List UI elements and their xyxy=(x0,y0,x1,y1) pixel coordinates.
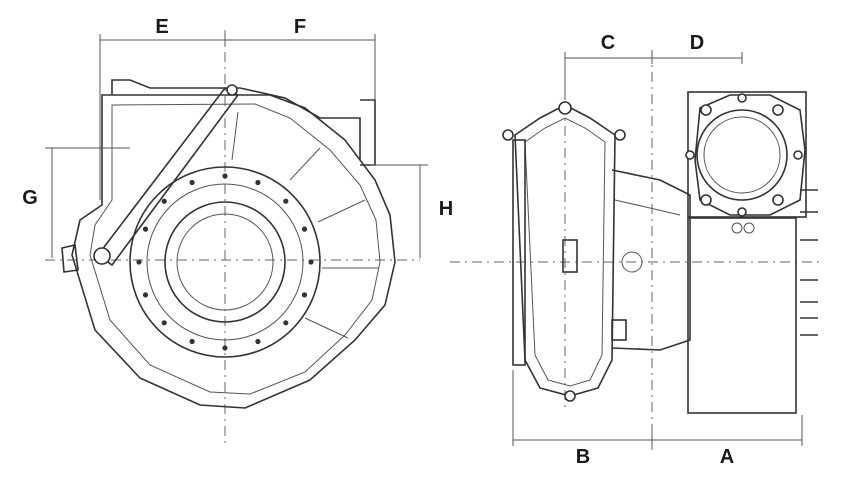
bolt-hole xyxy=(189,179,195,186)
side-view xyxy=(450,50,820,450)
bolt-hole xyxy=(189,338,195,345)
dimension-g: G xyxy=(22,147,130,258)
bolt-hole xyxy=(222,345,228,351)
bolt-hole xyxy=(255,179,261,186)
bolt-hole xyxy=(161,198,167,204)
bolt-hole xyxy=(308,259,314,265)
dimension-h: H xyxy=(370,164,453,258)
bolt-hole xyxy=(301,292,308,298)
dimension-label-b: B xyxy=(576,446,590,468)
front-view xyxy=(45,30,420,445)
dimension-label-d: D xyxy=(690,32,704,54)
dimension-label-g: G xyxy=(22,187,38,209)
bolt-hole xyxy=(136,259,142,265)
flange-bolts xyxy=(136,173,314,351)
turbine-flange-bolts xyxy=(685,93,803,217)
dimension-label-c: C xyxy=(601,32,615,54)
bolt-hole xyxy=(283,198,289,204)
dimension-label-e: E xyxy=(155,16,168,38)
bolt-hole xyxy=(255,338,261,345)
volute-ribs xyxy=(231,111,378,339)
dimension-b-a: B A xyxy=(512,370,803,468)
dimension-label-a: A xyxy=(720,446,734,468)
dimension-label-h: H xyxy=(439,198,453,220)
dimension-e-f: E F xyxy=(99,16,376,200)
bolt-hole xyxy=(142,292,149,298)
dimension-label-f: F xyxy=(294,16,306,38)
bolt-hole xyxy=(283,320,289,326)
bolt-hole xyxy=(301,226,308,232)
bolt-hole xyxy=(161,320,167,326)
bolt-hole xyxy=(142,226,149,232)
mounting-studs xyxy=(800,189,818,336)
bolt-hole xyxy=(222,173,228,179)
dimension-c-d: C D xyxy=(564,32,743,100)
